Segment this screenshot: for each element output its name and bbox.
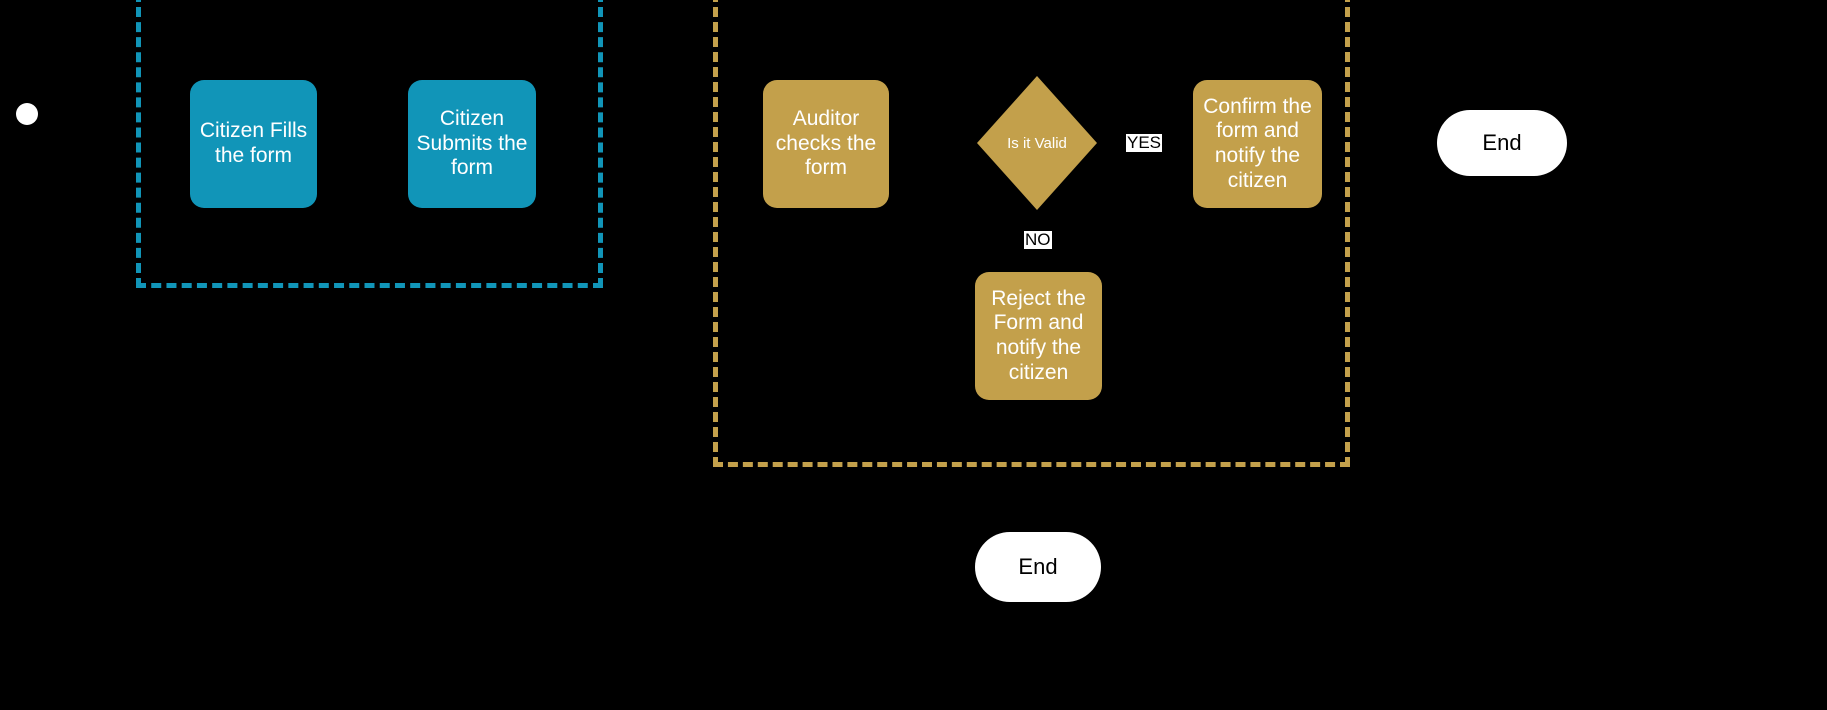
node-label: Citizen Fills the form [199,119,308,167]
node-label: Confirm the form and notify the citizen [1203,94,1312,192]
start-node-icon[interactable] [16,103,38,125]
node-citizen-fills-form[interactable]: Citizen Fills the form [190,80,317,208]
node-label: Reject the Form and notify the citizen [991,286,1086,384]
node-citizen-submits-form[interactable]: Citizen Submits the form [408,80,536,208]
node-label: Citizen Submits the form [416,107,528,180]
swimlane-auditor [713,0,1350,467]
edge-label-no: NO [1024,230,1052,249]
swimlane-citizen [136,0,603,288]
node-confirm-form-notify-citizen[interactable]: Confirm the form and notify the citizen [1193,80,1322,208]
node-end-bottom[interactable]: End [975,532,1101,602]
node-label: End [1018,554,1058,579]
node-end-right[interactable]: End [1437,110,1567,176]
node-label: Auditor checks the form [775,107,877,180]
node-reject-form-notify-citizen[interactable]: Reject the Form and notify the citizen [975,272,1102,400]
node-is-it-valid-decision[interactable]: Is it Valid [977,76,1097,210]
node-label: Is it Valid [1007,134,1067,152]
edge-label-yes: YES [1126,133,1163,152]
node-auditor-checks-form[interactable]: Auditor checks the form [763,80,889,208]
node-label: End [1482,130,1522,155]
